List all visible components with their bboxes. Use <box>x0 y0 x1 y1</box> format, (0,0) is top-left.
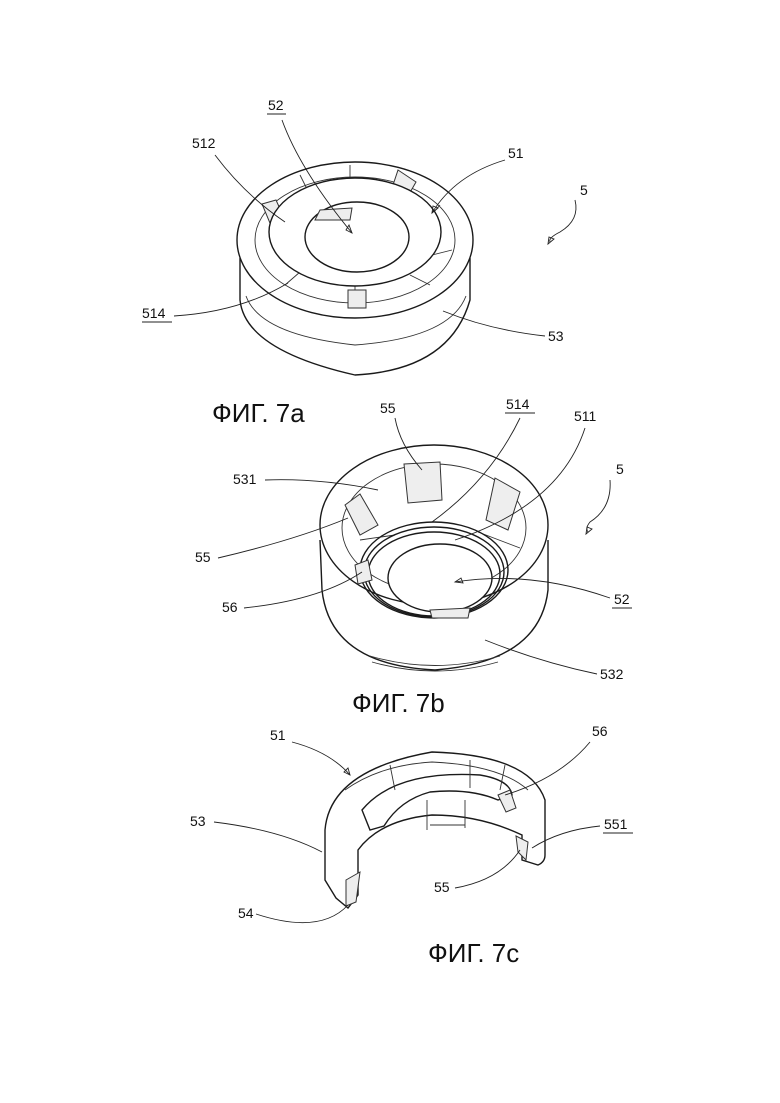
fig7c-label-54: 54 <box>238 905 254 921</box>
fig7b-label-531: 531 <box>233 471 257 487</box>
fig7a-label-514: 514 <box>142 305 166 321</box>
fig7b-label-511: 511 <box>574 408 597 424</box>
fig7b-caption: ФИГ. 7b <box>352 688 445 718</box>
figure-7a: 52 512 51 5 514 53 ФИГ. 7a <box>142 97 588 428</box>
figure-7b: 55 514 511 531 5 55 52 56 532 ФИГ. 7b <box>195 396 632 718</box>
fig7a-caption: ФИГ. 7a <box>212 398 305 428</box>
fig7b-label-52: 52 <box>614 591 630 607</box>
fig7b-label-532: 532 <box>600 666 624 682</box>
fig7b-label-514: 514 <box>506 396 530 412</box>
fig7a-cap-drawing <box>237 162 473 375</box>
fig7b-cap-drawing <box>320 445 548 671</box>
fig7c-caption: ФИГ. 7c <box>428 938 519 968</box>
fig7b-label-5: 5 <box>616 461 624 477</box>
fig7a-label-52: 52 <box>268 97 284 113</box>
figure-7c: 51 56 53 551 55 54 ФИГ. 7c <box>190 723 633 968</box>
fig7b-label-55-top: 55 <box>380 400 396 416</box>
fig7c-label-51: 51 <box>270 727 286 743</box>
fig7b-label-55-left: 55 <box>195 549 211 565</box>
fig7c-label-551: 551 <box>604 816 628 832</box>
fig7c-label-55: 55 <box>434 879 450 895</box>
fig7c-label-56: 56 <box>592 723 608 739</box>
fig7a-label-53: 53 <box>548 328 564 344</box>
fig7b-label-56: 56 <box>222 599 238 615</box>
fig7a-label-51: 51 <box>508 145 524 161</box>
fig7c-label-53: 53 <box>190 813 206 829</box>
fig7a-label-512: 512 <box>192 135 216 151</box>
fig7a-label-5: 5 <box>580 182 588 198</box>
